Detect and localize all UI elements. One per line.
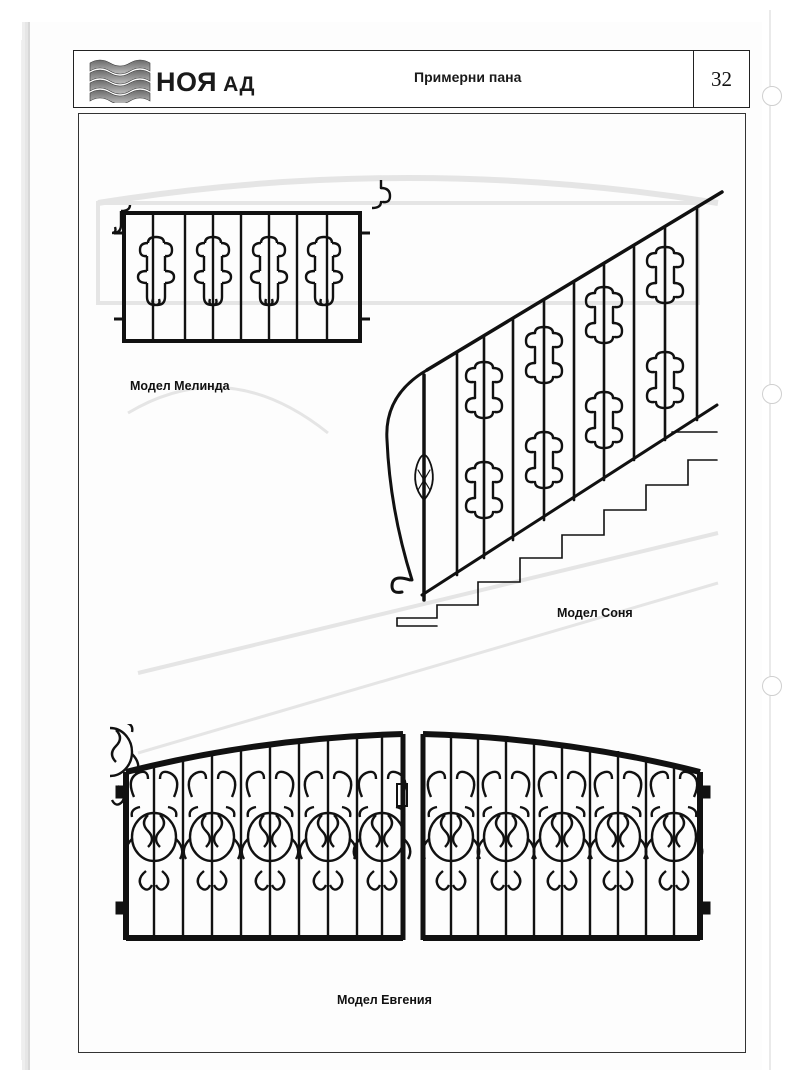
sonya-label: Модел Соня [557, 606, 633, 620]
melinda-label: Модел Мелинда [130, 379, 230, 393]
logo-suffix: АД [223, 73, 255, 96]
evgeniya-gate-drawing [110, 724, 711, 941]
noya-logo [89, 59, 151, 103]
logo-name: НОЯ [156, 67, 218, 97]
page-number: 32 [693, 51, 749, 107]
page-title: Примерни пана [414, 69, 522, 85]
punch-hole [762, 676, 782, 696]
document-page [30, 22, 762, 1070]
evgeniya-label: Модел Евгения [337, 993, 432, 1007]
sonya-staircase-drawing [372, 180, 724, 627]
content-frame [78, 113, 746, 1053]
wave-stack-icon [89, 59, 151, 103]
melinda-panel-drawing [112, 205, 370, 343]
punch-hole [762, 86, 782, 106]
punch-hole [762, 384, 782, 404]
